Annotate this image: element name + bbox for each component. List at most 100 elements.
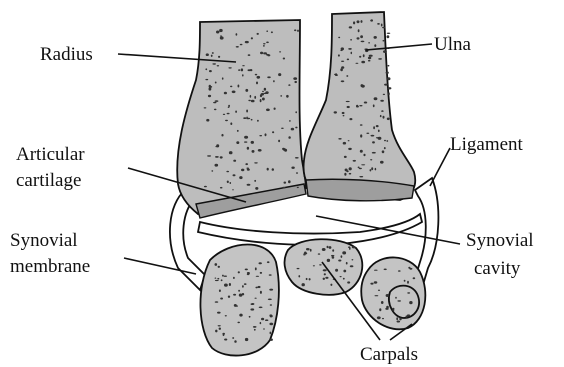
- bone-speck: [232, 337, 234, 339]
- bone-speck: [250, 95, 252, 98]
- bone-speck: [242, 74, 244, 76]
- bone-speck: [258, 286, 261, 288]
- bone-speck: [215, 280, 219, 281]
- bone-speck: [212, 63, 216, 64]
- bone-speck: [228, 67, 231, 68]
- bone-speck: [278, 140, 280, 143]
- bone-speck: [294, 29, 296, 31]
- bone-speck: [373, 104, 375, 107]
- bone-speck: [346, 101, 350, 102]
- bone-speck: [347, 106, 350, 108]
- bone-speck: [406, 316, 408, 318]
- bone-speck: [230, 182, 232, 184]
- bone-speck: [341, 66, 344, 69]
- bone-speck: [382, 27, 385, 29]
- bone-speck: [222, 77, 224, 79]
- bone-speck: [302, 283, 305, 286]
- bone-speck: [260, 322, 262, 324]
- bone-speck: [340, 276, 342, 277]
- bone-speck: [384, 140, 386, 142]
- bone-speck: [238, 69, 240, 71]
- bone-speck: [379, 308, 381, 311]
- bone-speck: [258, 149, 262, 152]
- bone-speck: [383, 50, 387, 53]
- bone-speck: [225, 120, 228, 121]
- bone-speck: [413, 277, 416, 279]
- bone-speck: [331, 255, 334, 257]
- bone-speck: [255, 187, 258, 190]
- bone-speck: [248, 69, 251, 71]
- bone-speck: [353, 160, 356, 162]
- bone-speck: [249, 316, 251, 318]
- bone-speck: [409, 301, 412, 304]
- bone-speck: [230, 122, 232, 125]
- bone-speck: [215, 156, 219, 158]
- bone-speck: [332, 257, 335, 259]
- bone-speck: [372, 141, 375, 143]
- bone-speck: [380, 100, 384, 102]
- bone-speck: [352, 259, 354, 260]
- bone-speck: [376, 125, 379, 127]
- bone-speck: [245, 338, 248, 341]
- bone-speck: [338, 37, 340, 38]
- bone-speck: [387, 33, 391, 34]
- bone-speck: [344, 156, 347, 158]
- bone-speck: [352, 246, 356, 248]
- bone-speck: [298, 275, 300, 277]
- bone-speck: [215, 100, 219, 102]
- bone-speck: [342, 251, 346, 254]
- bone-speck: [235, 111, 237, 113]
- bone-speck: [363, 154, 365, 156]
- bone-speck: [293, 77, 297, 80]
- bone-speck: [222, 275, 224, 277]
- bone-speck: [378, 290, 380, 291]
- bone-speck: [332, 249, 334, 252]
- bone-speck: [215, 164, 219, 167]
- bone-speck: [246, 110, 248, 113]
- bone-speck: [220, 36, 224, 39]
- bone-speck: [270, 339, 273, 341]
- bone-speck: [374, 36, 377, 39]
- bone-speck: [214, 109, 217, 111]
- bone-speck: [294, 81, 297, 83]
- bone-speck: [211, 170, 213, 171]
- bone-speck: [236, 33, 238, 36]
- bone-speck: [386, 72, 389, 74]
- bone-speck: [386, 306, 389, 309]
- label-ligament: Ligament: [450, 134, 524, 155]
- bone-speck: [377, 316, 381, 319]
- label-carpals: Carpals: [360, 344, 418, 365]
- bone-speck: [386, 140, 388, 142]
- bone-speck: [343, 115, 345, 116]
- bone-speck: [373, 126, 375, 129]
- bone-speck: [242, 293, 244, 295]
- bone-speck: [387, 35, 390, 38]
- bone-speck: [368, 42, 370, 44]
- bone-speck: [399, 318, 401, 321]
- bone-speck: [263, 45, 265, 47]
- bone-speck: [219, 289, 221, 292]
- bone-speck: [265, 319, 268, 321]
- bone-speck: [380, 161, 384, 164]
- bone-speck: [397, 300, 401, 301]
- bone-speck: [257, 76, 261, 79]
- bone-speck: [274, 108, 276, 110]
- bone-speck: [252, 150, 255, 153]
- bone-speck: [271, 31, 273, 33]
- bone-speck: [239, 176, 242, 179]
- bone-speck: [216, 31, 219, 34]
- bone-speck: [254, 96, 256, 99]
- bone-speck: [359, 56, 361, 58]
- bone-speck: [215, 330, 217, 333]
- bone-speck: [242, 65, 245, 66]
- bone-speck: [322, 248, 326, 251]
- bone-speck: [204, 186, 207, 188]
- bone-speck: [330, 284, 332, 286]
- bone-speck: [349, 118, 352, 120]
- bone-speck: [313, 265, 315, 266]
- bone-speck: [327, 259, 330, 262]
- bone-speck: [382, 318, 384, 319]
- bone-speck: [370, 283, 373, 285]
- bone-speck: [318, 253, 321, 254]
- bone-speck: [366, 133, 369, 134]
